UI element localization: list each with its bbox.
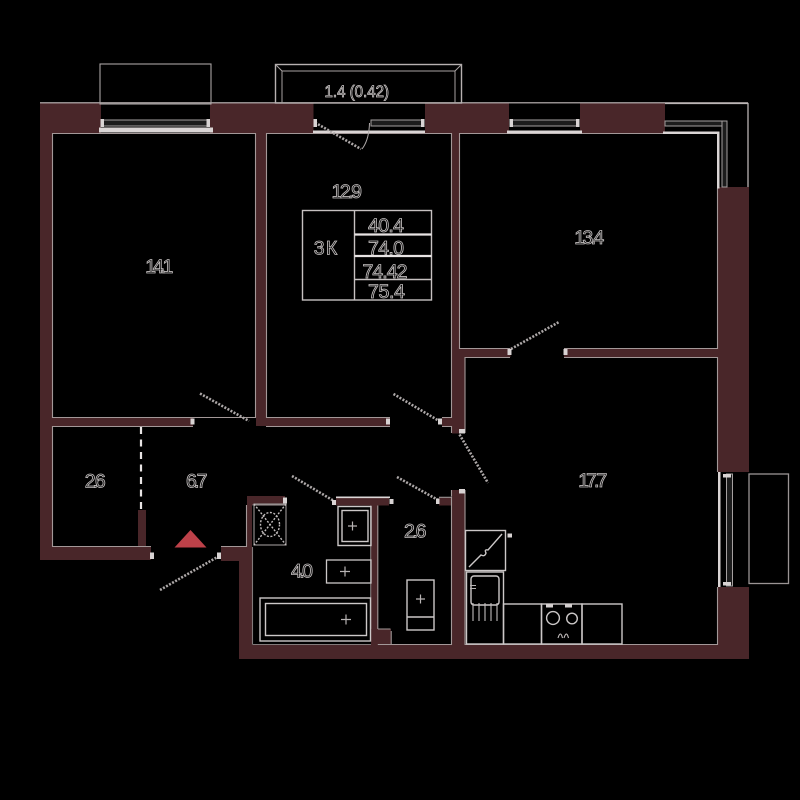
- svg-text:1.4 (0.42): 1.4 (0.42): [325, 82, 390, 101]
- svg-text:2.6: 2.6: [85, 471, 106, 493]
- svg-text:3 К: 3 К: [314, 238, 338, 260]
- svg-text:12.9: 12.9: [332, 181, 363, 203]
- svg-text:14.1: 14.1: [145, 256, 173, 278]
- svg-text:74.0: 74.0: [368, 238, 404, 260]
- svg-text:13.4: 13.4: [574, 227, 604, 249]
- svg-text:4.0: 4.0: [291, 561, 313, 583]
- svg-text:17.7: 17.7: [578, 470, 607, 492]
- svg-text:74.42: 74.42: [363, 261, 408, 283]
- svg-text:6.7: 6.7: [186, 471, 208, 493]
- svg-text:2.6: 2.6: [404, 521, 427, 543]
- svg-text:40.4: 40.4: [368, 215, 404, 237]
- svg-text:75.4: 75.4: [368, 281, 405, 303]
